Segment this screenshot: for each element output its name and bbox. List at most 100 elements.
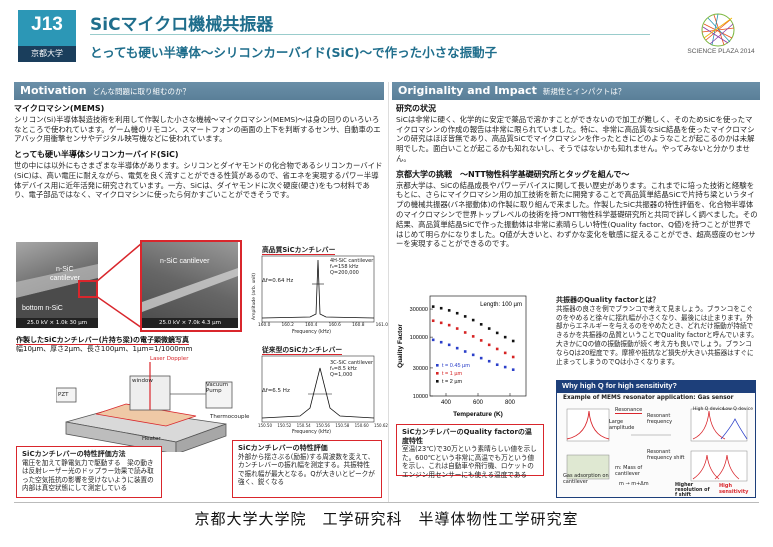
sem-photo-overview: n-SiC cantilever bottom n-SiC 25.0 kV × … — [16, 242, 98, 328]
qchart-point — [511, 339, 515, 343]
spec-bottom-annot: Δf=6.5 Hz — [262, 388, 290, 394]
spectrum-chart-high-q — [261, 255, 375, 323]
why-label-resolution: Higher resolution of f shift — [675, 483, 710, 498]
qchart-point — [455, 311, 459, 315]
qchart-point — [471, 318, 475, 322]
qchart-point — [503, 335, 507, 339]
qchart-point — [431, 338, 435, 342]
method-text: 電圧を加えて静電気力で駆動する 梁の動きは反射レーザー光のドップラー効果で読み取… — [22, 458, 154, 493]
motivation-bar: Motivation どんな問題に取り組むのか？ — [14, 82, 384, 100]
spectrum-chart-low-q — [261, 355, 375, 423]
qchart-ytick-label: 10000 — [413, 394, 428, 400]
qchart-legend-marker — [436, 380, 439, 383]
qchart-xtick-label: 800 — [505, 400, 516, 406]
qchart-point — [479, 339, 483, 342]
zoom-frame — [140, 240, 242, 332]
spec-bottom-legend-3: Q=1,000 — [330, 372, 353, 378]
label-thermo: Thermocouple — [210, 414, 250, 420]
method-title: SiCカンチレバーの特性評価方法 — [22, 450, 126, 458]
qchart-point — [495, 331, 499, 335]
challenge-heading: 京都大学の挑戦 ～NTT物性科学基礎研究所とタッグを組んで～ — [396, 169, 630, 179]
spec-top-tick: 160.6 — [328, 323, 341, 328]
spec-bottom-legend: 3C-SiC cantilever f₀=8.5 kHz Q=1,000 — [330, 360, 373, 378]
qchart-point — [447, 323, 451, 327]
originality-text: 研究の状況 SiCは非常に硬く、化学的に安定で薬品で溶かすことができないので加工… — [396, 104, 758, 249]
label-vacuum: Vacuum Pump — [206, 382, 229, 394]
poster-id-badge: J13 京都大学 — [18, 10, 76, 62]
sem-overview-shape — [16, 264, 98, 318]
qchart-point — [471, 335, 475, 338]
why-label-mass-change: m → m+Δm — [619, 481, 649, 487]
qchart-point — [511, 355, 515, 359]
qchart-legend-marker — [436, 364, 439, 367]
spec-top-legend: 4H-SiC cantilever f₀=158 kHz Q=200,000 — [330, 258, 373, 276]
spec-top-tick: 160.2 — [281, 323, 294, 328]
sem-caption-dims: 幅10µm、厚さ2µm、長さ100µm、1µm=1/1000mm — [16, 345, 193, 353]
qchart-point — [439, 321, 443, 325]
spec-top-tick: 160.4 — [305, 323, 318, 328]
spec-top-title: 高品質SiCカンチレバー — [262, 246, 336, 255]
spec-bottom-tick: 150.54 — [296, 423, 311, 428]
qchart-point — [471, 353, 475, 357]
spec-bottom-tick: 150.62 — [373, 423, 388, 428]
sem-caption: 作製したSiCカンチレバー(片持ち梁)の電子顕微鏡写真 幅10µm、厚さ2µm、… — [16, 336, 244, 354]
qchart-point — [495, 347, 499, 351]
footer-divider — [14, 502, 759, 503]
qchart-point — [495, 363, 499, 367]
spec-top-annot: Δf=0.64 Hz — [262, 278, 294, 284]
poster-subtitle: とっても硬い半導体～シリコンカーバイド(SiC)～で作った小さな振動子 — [90, 45, 498, 60]
spec-bottom-title: 従来型のSiCカンチレバー — [262, 346, 343, 355]
zoom-connector-lines — [96, 242, 143, 329]
spec-top-tick: 160.0 — [258, 323, 271, 328]
spec-bottom-xlabel: Frequency (kHz) — [292, 430, 331, 435]
qchart-point — [487, 327, 491, 330]
qchart-ylabel: Quality Factor — [397, 324, 404, 368]
qchart-point — [479, 323, 483, 326]
university-label: 京都大学 — [18, 46, 76, 62]
qchart-point — [479, 356, 483, 360]
label-laser: Laser Doppler — [150, 356, 189, 362]
qchart-point — [463, 315, 467, 318]
status-heading: 研究の状況 — [396, 104, 436, 113]
motivation-label: Motivation — [20, 84, 87, 97]
science-plaza-logo-icon — [701, 13, 735, 47]
qfactor-info: 共振器のQuality factorとは？ 共振器の良さを例でブランコで考えて見… — [556, 296, 758, 366]
spec-bottom-ticks: 150.50 150.52 150.54 150.56 150.58 150.6… — [258, 423, 388, 428]
qchart-point — [511, 368, 515, 371]
qchart-ytick-label: 30000 — [413, 366, 428, 372]
spec-top-tick: 161.0 — [375, 323, 388, 328]
why-label-resonant-freq: Resonant frequency — [647, 413, 673, 425]
zoom-highlight-box — [78, 280, 98, 298]
lab-name-footer: 京都大学大学院 工学研究科 半導体物性工学研究室 — [194, 510, 579, 528]
spec-bottom-tick: 150.60 — [354, 423, 369, 428]
motivation-sublabel: どんな問題に取り組むのか？ — [92, 87, 191, 96]
qchart-legend-label: t = 1 µm — [442, 371, 463, 377]
sic-paragraph: 世の中には以外にもさまざまな半導体があります。シリコンとダイヤモンドの化合物であ… — [14, 160, 383, 200]
qchart-legend-label: t = 0.45 µm — [442, 363, 470, 369]
why-label-low-q: Low Q device — [723, 407, 754, 412]
qchart-point — [487, 359, 491, 363]
motivation-text: マイクロマシン(MEMS) シリコン(Si)半導体製造技術を利用して作製した小さ… — [14, 104, 384, 200]
sem1-label-cantilever: cantilever — [50, 275, 80, 282]
why-label-resonance: Resonance — [615, 407, 643, 414]
mems-heading: マイクロマシン(MEMS) — [14, 104, 105, 113]
why-label-large-amplitude: Large amplitude — [609, 419, 635, 431]
method-box: SiCカンチレバーの特性評価方法 電圧を加えて静電気力で駆動する 梁の動きは反射… — [16, 446, 162, 498]
qchart-point — [463, 331, 467, 334]
qchart-annotation: Length: 100 µm — [480, 302, 522, 308]
qchart-caption-title: SiCカンチレバーのQuality factorの温度特性 — [402, 428, 532, 445]
spec-bottom-tick: 150.58 — [335, 423, 350, 428]
mems-paragraph: シリコン(Si)半導体製造技術を利用して作製した小さな機械～マイクロマシン(ME… — [14, 114, 381, 144]
qchart-point — [455, 327, 459, 330]
label-heater: Heater — [142, 436, 161, 442]
qchart-point — [431, 305, 435, 308]
spec-top-ylabel: Amplitude (arb. unit) — [252, 272, 257, 320]
sem1-scalebar: 25.0 kV × 1.0k 30 µm — [16, 318, 98, 328]
header: J13 京都大学 SiCマイクロ機械共振器 とっても硬い半導体～シリコンカーバイ… — [0, 0, 773, 72]
poster-title: SiCマイクロ機械共振器 — [90, 15, 274, 35]
sem-photo-zoom: n-SiC cantilever 25.0 kV × 7.0k 4.3 µm — [142, 242, 238, 328]
spec-bottom-legend-1: 3C-SiC cantilever — [330, 360, 374, 366]
